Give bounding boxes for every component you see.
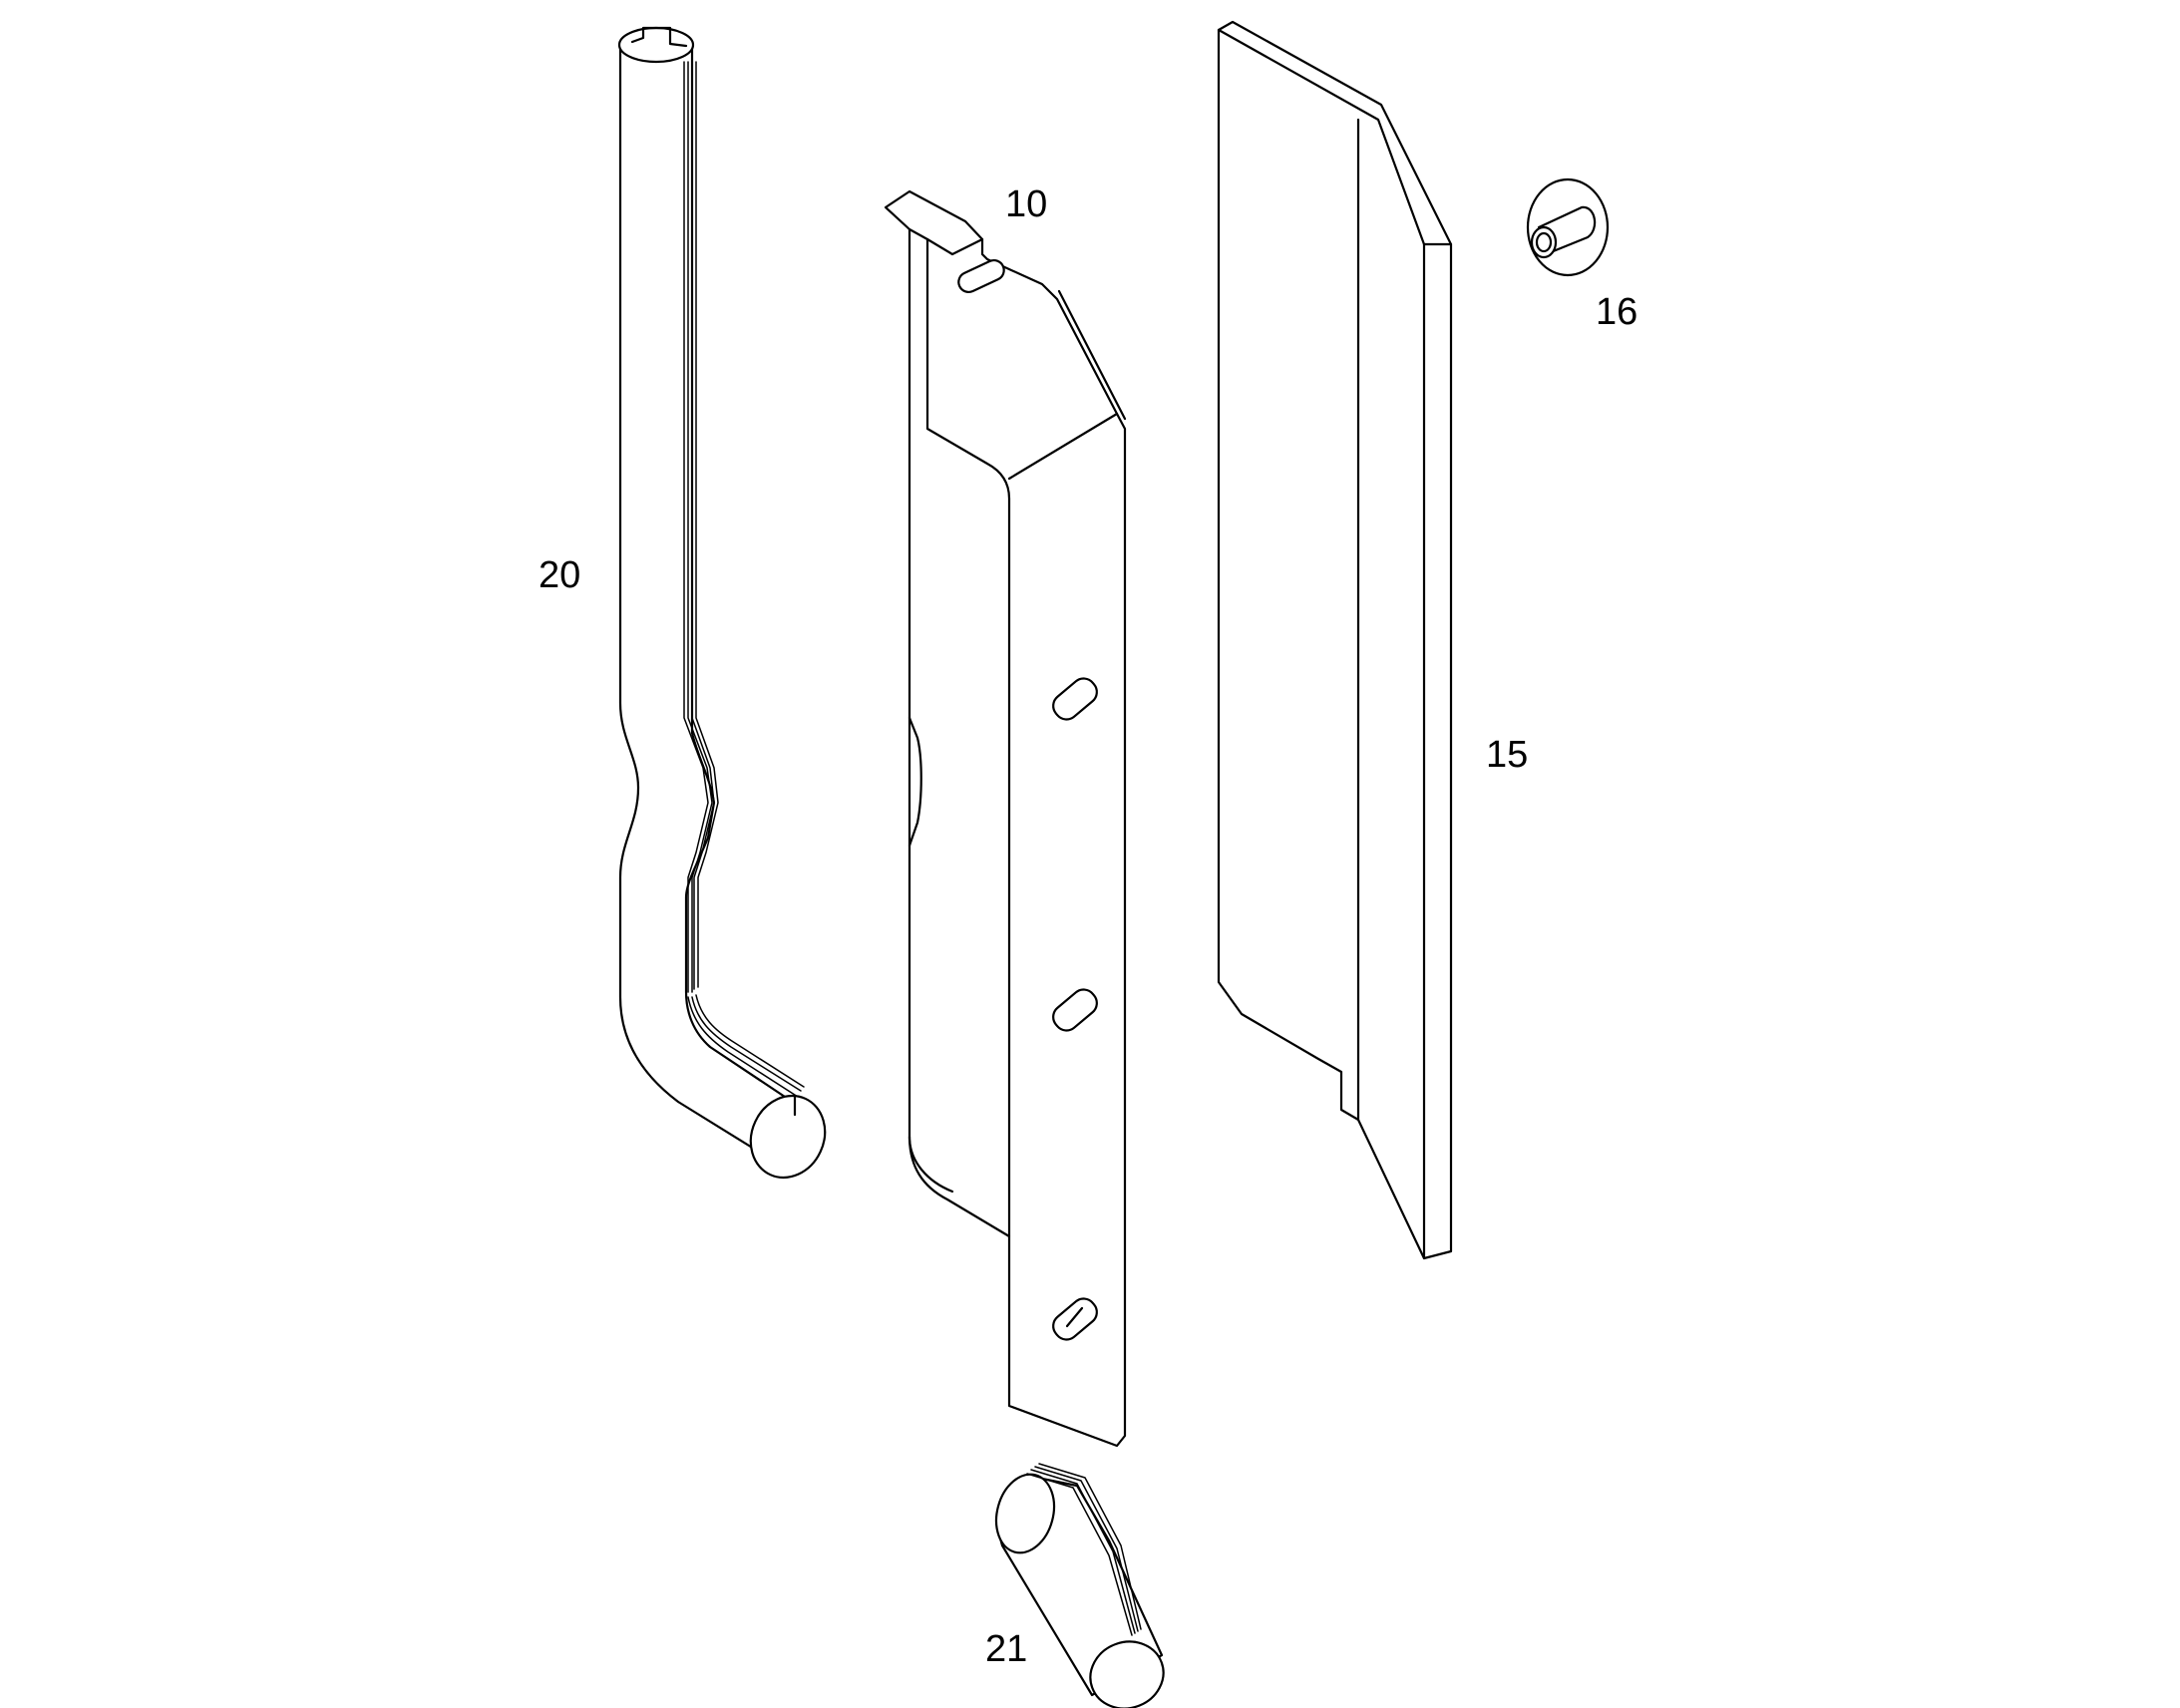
callout-label-20: 20 [539, 554, 581, 596]
callout-label-21: 21 [985, 1628, 1028, 1670]
callout-label-15: 15 [1486, 734, 1529, 776]
grommet-icon [1526, 177, 1610, 277]
panel-plate-icon [1217, 20, 1453, 1260]
bracket-plate-icon [884, 189, 1127, 1448]
callout-label-16: 16 [1596, 291, 1638, 333]
long-bent-tube-icon [617, 26, 827, 1180]
callout-label-10: 10 [1005, 183, 1048, 225]
short-bent-tube-icon [994, 1463, 1165, 1708]
